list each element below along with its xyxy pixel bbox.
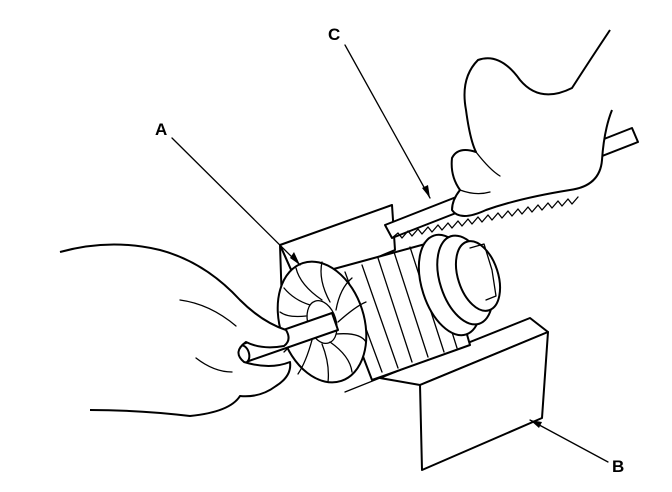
leader-a — [171, 137, 301, 266]
callout-c-label: C — [328, 25, 340, 44]
left-hand — [59, 243, 292, 417]
armature — [276, 233, 502, 384]
callout-b-label: B — [612, 457, 624, 476]
leader-c — [344, 44, 431, 199]
arrowhead-c — [422, 185, 430, 198]
leader-lines — [171, 44, 609, 463]
arrowhead-a — [290, 252, 300, 265]
arrowhead-b — [530, 420, 542, 428]
vise-block-b — [344, 317, 549, 471]
callout-a-label: A — [155, 120, 167, 139]
right-hand — [450, 29, 613, 217]
leader-b — [529, 419, 609, 463]
